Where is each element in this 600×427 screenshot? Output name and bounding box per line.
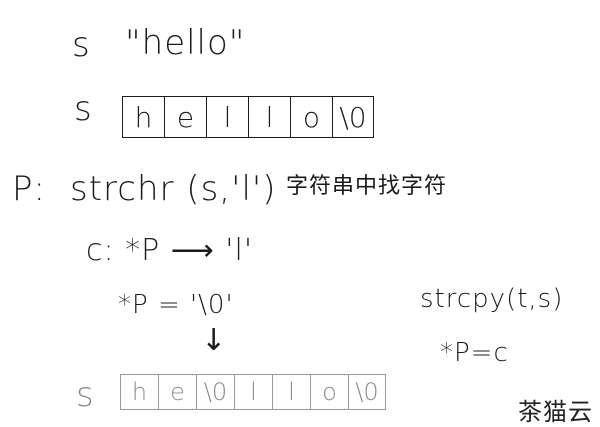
var-s-label-3: s — [76, 375, 95, 415]
mod-cell-6: \0 — [348, 374, 386, 410]
watermark-logo: 茶猫云 — [518, 398, 593, 426]
assign-null-expr: *P = '\0' — [118, 290, 234, 320]
mod-cell-5: o — [310, 374, 348, 410]
strcpy-call: strcpy(t,s) — [420, 284, 564, 314]
c-label-expr: c: *P ⟶ 'l' — [86, 233, 254, 268]
strchr-call: strchr (s,'l') — [70, 169, 277, 209]
char-array-modified: h e \0 l l o \0 — [120, 374, 386, 410]
array-cell-1: e — [164, 96, 206, 138]
mod-cell-3: l — [234, 374, 272, 410]
array-cell-0: h — [122, 96, 164, 138]
down-arrow-icon: ↓ — [201, 323, 227, 358]
mod-cell-4: l — [272, 374, 310, 410]
strchr-note: 字符串中找字符 — [286, 174, 448, 199]
pointer-p-label: P: — [12, 169, 46, 209]
restore-assign: *P=c — [440, 338, 509, 368]
array-cell-2: l — [206, 96, 248, 138]
mod-cell-0: h — [120, 374, 158, 410]
string-literal-hello: "hello" — [125, 23, 246, 63]
array-cell-4: o — [290, 96, 332, 138]
array-cell-3: l — [248, 96, 290, 138]
char-array-hello: h e l l o \0 — [122, 96, 374, 138]
var-s-label-2: s — [74, 89, 93, 129]
mod-cell-2: \0 — [196, 374, 234, 410]
mod-cell-1: e — [158, 374, 196, 410]
array-cell-5: \0 — [332, 96, 374, 138]
var-s-label-1: s — [72, 25, 91, 65]
